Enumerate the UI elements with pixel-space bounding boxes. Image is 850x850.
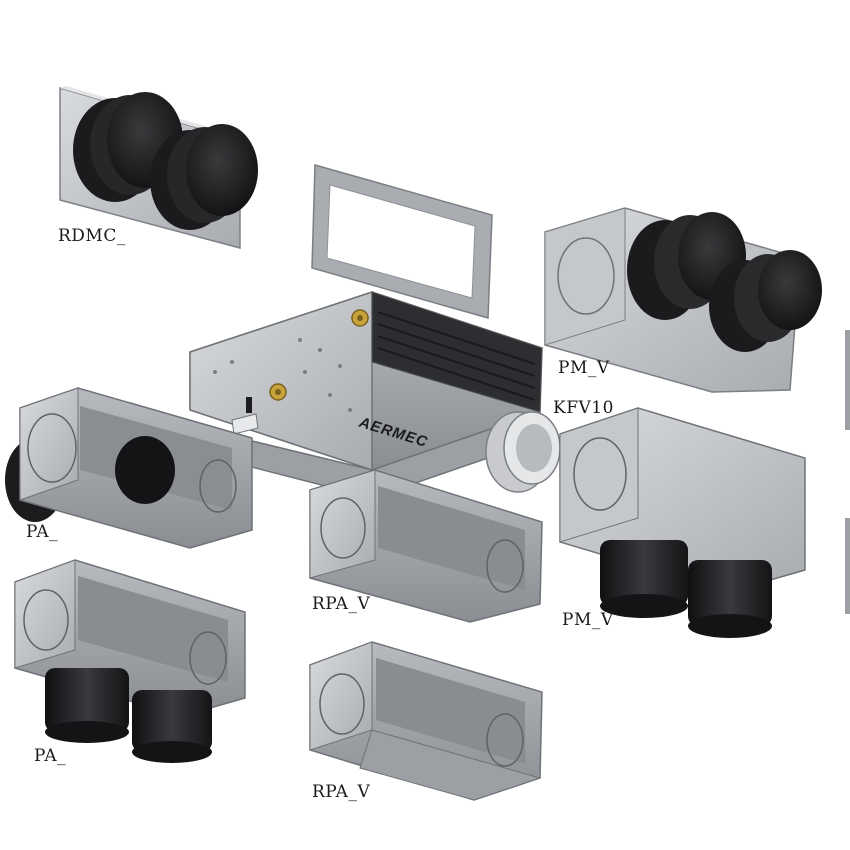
edge-fragment-upper: [845, 330, 850, 430]
label-pa-top: PA_: [26, 522, 59, 542]
rpa-v-bottom-plenum: [309, 641, 543, 801]
label-rpa-v-bottom: RPA_V: [312, 782, 371, 802]
coil-fins: [377, 311, 536, 401]
pa-bottom-plenum: [14, 559, 246, 763]
pm-v-top-spigot-right: [709, 250, 822, 352]
rdmc-duct-spigot-right: [150, 124, 258, 230]
edge-fragment-lower: [845, 518, 850, 614]
rpa-v-middle-plenum: [309, 469, 543, 623]
pm-v-top-plenum: [544, 207, 822, 393]
label-kfv10: KFV10: [553, 398, 614, 418]
label-pm-v-bottom: PM_V: [562, 610, 614, 630]
pm-v-bottom-spigot-left: [600, 540, 688, 618]
label-pa-bottom: PA_: [34, 746, 67, 766]
pa-bottom-spigot-right: [132, 690, 212, 763]
pa-bottom-spigot-left: [45, 668, 129, 743]
brass-fitting-top-icon: [351, 309, 369, 327]
brass-fitting-bottom-icon: [269, 383, 287, 401]
pm-v-bottom-spigot-right: [688, 560, 772, 638]
pm-v-top-spigot-left: [627, 212, 746, 320]
pm-v-bottom-plenum: [559, 407, 806, 638]
pipe-stub-icon: [231, 413, 259, 435]
connection-frame: [311, 164, 493, 319]
label-rpa-v-middle: RPA_V: [312, 594, 371, 614]
rdmc-plenum-plate: [59, 86, 258, 249]
kfv10-spigot: [485, 411, 561, 493]
label-pm-v-top: PM_V: [558, 358, 610, 378]
connector-icon: [246, 397, 252, 413]
label-rdmc: RDMC_: [58, 226, 126, 246]
pa-top-plenum: [5, 387, 253, 549]
mounting-holes: [213, 338, 352, 412]
fan-coil-unit: [189, 290, 543, 499]
